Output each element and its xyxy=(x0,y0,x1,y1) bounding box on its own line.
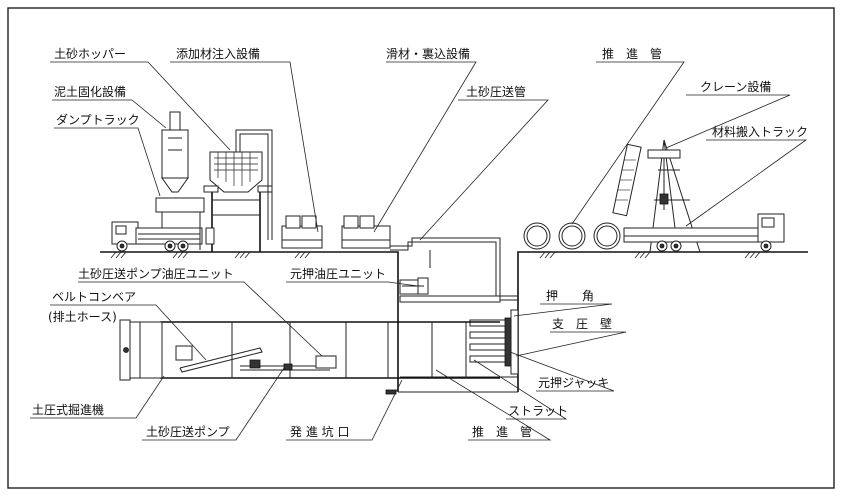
stockpiled-jacking-pipes xyxy=(523,222,621,250)
label-mud-solidification: 泥土固化設備 xyxy=(54,84,126,99)
label-belt-conveyor-sub: (排土ホース) xyxy=(48,310,117,324)
diagram-frame xyxy=(7,7,835,489)
label-jacking-pipe-bottom: 推 進 管 xyxy=(472,424,532,439)
label-main-jack: 元押ジャッキ xyxy=(538,376,609,390)
label-reaction-wall: 支 圧 壁 xyxy=(552,316,612,331)
label-crane: クレーン設備 xyxy=(700,79,771,94)
label-jacking-pipe-top: 推 進 管 xyxy=(602,46,662,61)
label-additive-injection: 添加材注入設備 xyxy=(176,46,260,61)
label-soil-hopper: 土砂ホッパー xyxy=(54,47,126,61)
label-belt-conveyor: ベルトコンベア xyxy=(52,290,136,304)
jacking-frame xyxy=(399,295,519,378)
label-soil-pressure-pipe: 土砂圧送管 xyxy=(466,84,526,99)
label-main-hydraulic-unit: 元押油圧ユニット xyxy=(290,267,386,281)
main-hydraulic-unit xyxy=(399,277,429,295)
mud-solidification-silo xyxy=(155,111,205,250)
label-launch-shaft: 発 進 坑 口 xyxy=(290,424,349,439)
label-lubricant-backfill: 滑材・裏込設備 xyxy=(386,46,470,61)
underground-jacking-pipe xyxy=(160,321,500,395)
label-epb-machine: 土圧式掘進機 xyxy=(32,402,104,417)
additive-injection-unit xyxy=(281,215,323,249)
lubricant-backfill-unit xyxy=(341,215,391,249)
label-strut: ストラット xyxy=(508,404,568,418)
label-soil-pump: 土砂圧送ポンプ xyxy=(146,424,230,439)
labels: 土砂ホッパー 添加材注入設備 滑材・裏込設備 推 進 管 クレーン設備 泥土固化… xyxy=(32,46,808,439)
leader-lines xyxy=(30,61,808,441)
crane-and-material-truck xyxy=(612,139,785,253)
epb-tunneling-machine xyxy=(119,319,163,381)
label-dump-truck: ダンプトラック xyxy=(56,112,140,127)
label-push-ring: 押 角 xyxy=(546,289,594,303)
soil-hopper-structure xyxy=(203,129,273,252)
label-material-truck: 材料搬入トラック xyxy=(712,124,808,139)
dump-truck xyxy=(111,221,203,252)
label-pump-hydraulic-unit: 土砂圧送ポンプ油圧ユニット xyxy=(78,266,234,281)
